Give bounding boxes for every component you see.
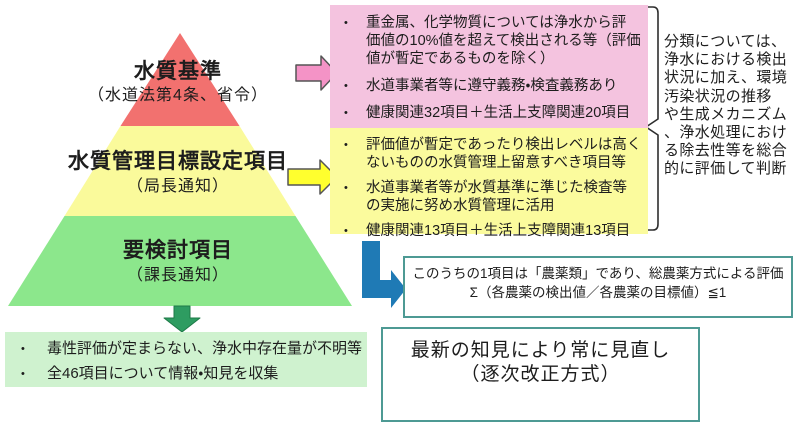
bullet-text: 評価値が暫定であったり検出レベルは高く ないものの水質管理上留意すべき項目等 xyxy=(366,137,642,171)
bullet-list-item: • 水道事業者等が水質基準に準じた検査等 の実施に努め水質管理に活用 xyxy=(340,179,644,215)
pyramid-sublabel-review: （課長通知） xyxy=(126,267,229,284)
bullet-icon: • xyxy=(344,107,348,119)
green-down-arrow-icon xyxy=(163,305,201,333)
pesticide-formula: Σ（各農薬の検出値／各農薬の目標値）≦1 xyxy=(469,285,727,300)
pyramid-label-review: 要検討項目 xyxy=(123,239,233,262)
bullet-icon: • xyxy=(344,17,348,29)
classification-note: 分類については、 浄水における検出 状況に加え、環境 汚染状況の推移 や生成メカ… xyxy=(664,33,788,178)
bullet-list-item: • 毒性評価が定まらない、浄水中存在量が不明等 xyxy=(17,340,363,358)
pyramid-level-review xyxy=(8,216,352,306)
revision-line-2: （逐次改正方式） xyxy=(460,364,621,385)
blue-elbow-arrow-icon xyxy=(362,241,406,308)
bullet-list-item: • 重金属、化学物質については浄水から評 価値の10%値を超えて検出される等（評… xyxy=(340,14,644,68)
pyramid-label-standards: 水質基準 xyxy=(134,60,222,83)
bullet-icon: • xyxy=(344,80,348,92)
pyramid-level-management xyxy=(64,126,296,216)
bullet-icon: • xyxy=(21,368,25,380)
bullet-text: 水道事業者等に遵守義務・検査義務あり xyxy=(366,78,618,94)
bullet-list-item: • 全46項目について情報・知見を収集 xyxy=(17,365,363,383)
bullet-list-item: • 健康関連13項目＋生活上支障関連13項目 xyxy=(340,222,644,240)
bullet-icon: • xyxy=(21,343,25,355)
pesticide-evaluation-box: このうちの1項目は「農薬類」であり、総農薬方式による評価 Σ（各農薬の検出値／各… xyxy=(403,256,793,318)
review-detail-box: • 毒性評価が定まらない、浄水中存在量が不明等 • 全46項目について情報・知見… xyxy=(5,332,367,387)
bullet-list-item: • 評価値が暫定であったり検出レベルは高く ないものの水質管理上留意すべき項目等 xyxy=(340,136,644,172)
pesticide-line-1: このうちの1項目は「農薬類」であり、総農薬方式による評価 xyxy=(412,266,784,281)
pyramid-sublabel-management: （局長通知） xyxy=(126,178,229,195)
yellow-right-arrow-icon xyxy=(287,159,338,195)
pink-right-arrow-icon xyxy=(295,55,338,91)
bullet-text: 重金属、化学物質については浄水から評 価値の10%値を超えて検出される等（評価 … xyxy=(366,15,641,67)
bullet-icon: • xyxy=(344,139,348,151)
revision-line-1: 最新の知見により常に見直し xyxy=(410,340,671,361)
pyramid-sublabel-standards: （水道法第4条、省令） xyxy=(88,87,268,104)
bullet-text: 毒性評価が定まらない、浄水中存在量が不明等 xyxy=(47,340,363,357)
bullet-text: 水道事業者等が水質基準に準じた検査等 の実施に努め水質管理に活用 xyxy=(366,180,627,214)
bullet-icon: • xyxy=(344,225,348,237)
revision-policy-box: 最新の知見により常に見直し （逐次改正方式） xyxy=(381,327,700,422)
bullet-list-item: • 水道事業者等に遵守義務・検査義務あり xyxy=(340,77,644,95)
bullet-icon: • xyxy=(344,182,348,194)
bullet-text: 健康関連32項目＋生活上支障関連20項目 xyxy=(366,105,631,121)
standards-detail-box: • 重金属、化学物質については浄水から評 価値の10%値を超えて検出される等（評… xyxy=(330,5,648,128)
bullet-list-item: • 健康関連32項目＋生活上支障関連20項目 xyxy=(340,104,644,122)
pyramid-label-management: 水質管理目標設定項目 xyxy=(68,150,288,173)
pyramid-level-standards xyxy=(120,33,240,126)
management-detail-box: • 評価値が暫定であったり検出レベルは高く ないものの水質管理上留意すべき項目等… xyxy=(330,128,648,239)
bullet-text: 健康関連13項目＋生活上支障関連13項目 xyxy=(366,223,631,239)
bullet-text: 全46項目について情報・知見を収集 xyxy=(47,365,279,382)
